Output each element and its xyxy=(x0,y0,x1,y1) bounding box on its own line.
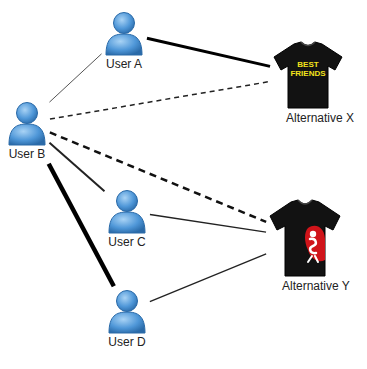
user-icon xyxy=(106,188,148,234)
user-node: User C xyxy=(106,188,148,250)
user-node: User D xyxy=(106,288,148,350)
relation-line xyxy=(50,132,266,221)
node-label: User A xyxy=(104,56,144,72)
product-node: Alternative X BEST FRIENDS xyxy=(272,40,356,126)
node-label: Alternative Y xyxy=(280,278,352,294)
node-label: User D xyxy=(106,334,147,350)
shirt-print: BEST FRIENDS xyxy=(288,60,328,78)
node-label: Alternative X xyxy=(284,110,356,126)
relation-line xyxy=(49,54,101,102)
relation-line xyxy=(50,81,270,119)
user-icon xyxy=(6,100,48,146)
tshirt-picture xyxy=(268,198,342,278)
user-icon xyxy=(106,288,148,334)
relation-line xyxy=(150,214,266,232)
user-icon xyxy=(103,10,145,56)
user-node: User B xyxy=(6,100,48,162)
node-label: User B xyxy=(7,146,48,162)
node-label: User C xyxy=(106,234,147,250)
user-node: User A xyxy=(103,10,145,72)
relation-line xyxy=(150,254,266,302)
relation-line xyxy=(147,38,270,66)
product-node: Alternative Y xyxy=(268,198,352,294)
relation-line xyxy=(49,164,114,286)
